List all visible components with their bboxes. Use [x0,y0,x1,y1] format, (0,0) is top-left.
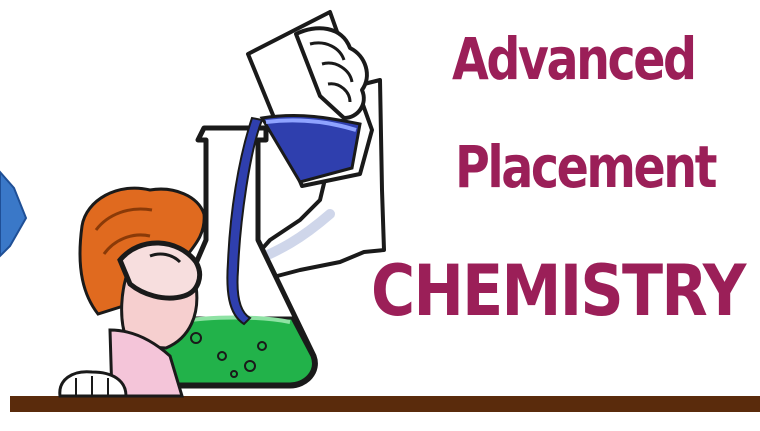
goggles [117,240,202,301]
title-placement: Placement [455,133,717,201]
table-surface [10,396,760,412]
title-advanced: Advanced [452,25,697,93]
arrow-icon [0,170,28,258]
student-icon [58,186,206,398]
pour-stream [226,116,264,326]
hand-icon [294,26,369,120]
title-chemistry: CHEMISTRY [371,250,746,332]
